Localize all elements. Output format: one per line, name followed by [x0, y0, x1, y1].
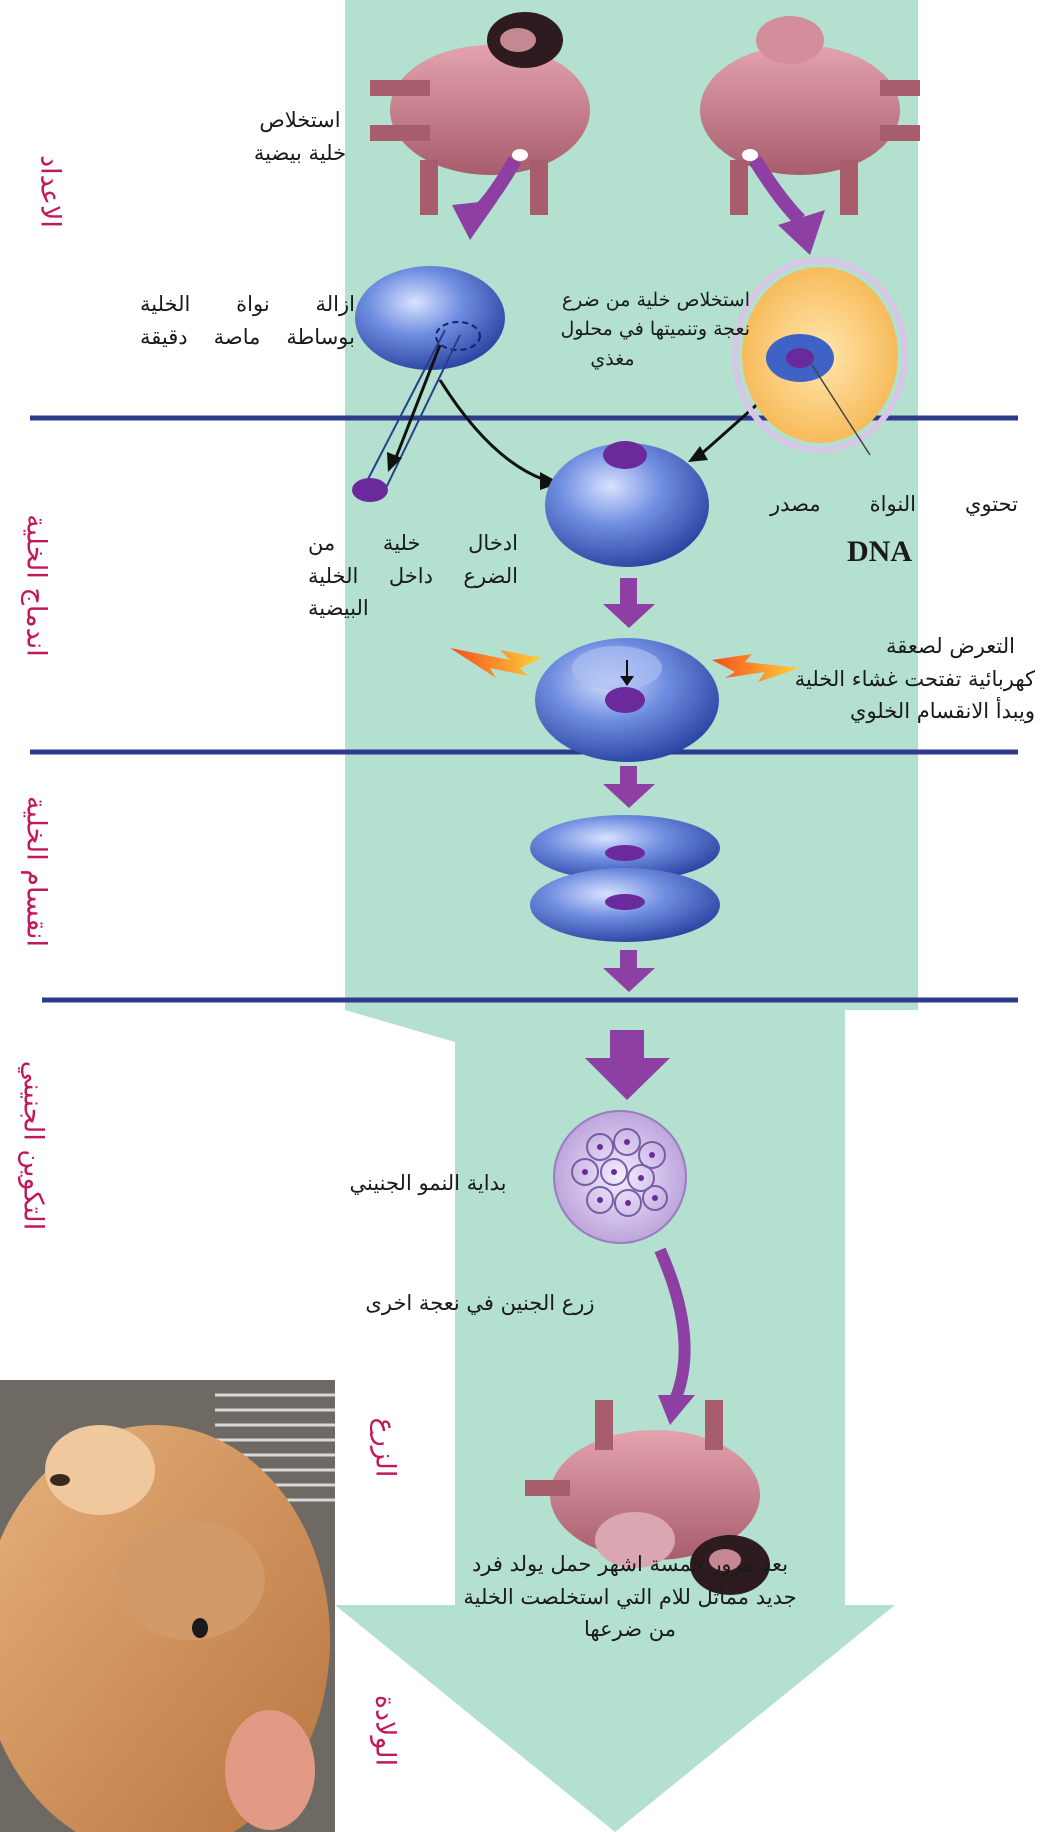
stage-label-cell-fusion: اندماج الخلية — [21, 506, 52, 666]
shocked-cell-icon — [535, 638, 719, 762]
label-electric-shock: التعرض لصعقة كهربائية تفتحت غشاء الخلية … — [705, 630, 1035, 728]
lamb-photo — [0, 1380, 335, 1832]
stage-label-implantation: الزرع — [370, 1408, 401, 1488]
stage-label-preparation: الاعداد — [35, 142, 66, 242]
label-egg-extract: استخلاص خلية بيضية — [225, 104, 375, 169]
stage-label-embryonic-formation: التكوين الجنيني — [18, 1041, 49, 1251]
label-insert-cell: ادخال خلية من الضرع داخل الخلية البيضية — [308, 527, 518, 625]
label-udder-extract: استخلاص خلية من ضرع نعجة وتنميتها في محل… — [525, 286, 750, 374]
egg-cell-icon — [355, 266, 505, 370]
arrow-icon — [620, 950, 637, 970]
label-embryo-start: بداية النمو الجنيني — [328, 1167, 528, 1200]
stage-label-cell-division: انقسام الخلية — [21, 792, 52, 952]
udder-cell-icon — [735, 260, 905, 450]
label-remove-nucleus: ازالة نواة الخلية بوساطة ماصة دقيقة — [140, 288, 355, 353]
stage-label-birth: الولادة — [370, 1681, 401, 1781]
arrow-icon — [620, 766, 637, 786]
arrow-icon — [620, 578, 637, 606]
arrow-icon — [610, 1030, 644, 1060]
label-dna: DNA — [847, 535, 912, 569]
label-nucleus-dna: تحتوي النواة مصدر — [770, 488, 1018, 521]
embryo-icon — [554, 1111, 686, 1243]
label-embryo-implant: زرع الجنين في نعجة اخرى — [345, 1287, 615, 1320]
label-birth-text: بعد مرور خمسة اشهر حمل يولد فرد جديد مما… — [410, 1548, 850, 1646]
removed-nucleus-icon — [352, 478, 388, 502]
